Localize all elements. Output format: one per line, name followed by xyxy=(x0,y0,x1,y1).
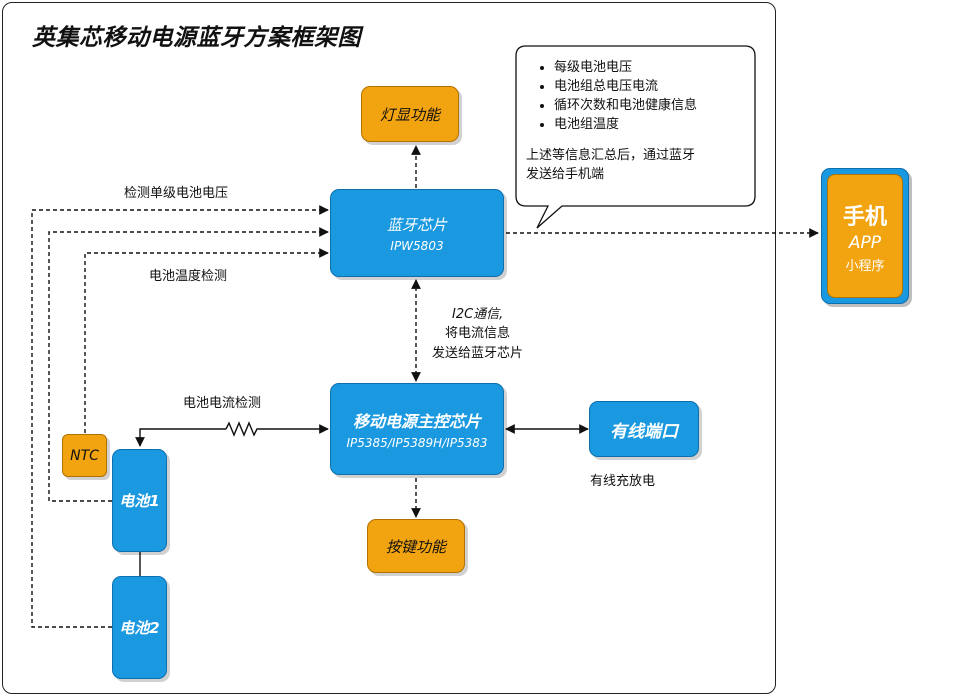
cell-voltage-label: 检测单级电池电压 xyxy=(124,186,229,201)
wire-ntc-temp xyxy=(84,248,329,433)
callout-summary-line: 发送给手机端 xyxy=(526,167,605,182)
battery-1-label: 电池1 xyxy=(119,492,160,510)
callout-bubble xyxy=(515,45,756,229)
callout-item: 电池组总电压电流 xyxy=(554,77,697,96)
callout-summary-line: 上述等信息汇总后，通过蓝牙 xyxy=(526,148,696,163)
bluetooth-chip-block: 蓝牙芯片 IPW5803 xyxy=(330,189,504,277)
ntc-block: NTC xyxy=(62,434,107,477)
callout-text: 每级电池电压 电池组总电压电流 循环次数和电池健康信息 电池组温度 上述等信息汇… xyxy=(526,58,697,184)
current-sense-resistor xyxy=(225,421,260,437)
wire-cell1-voltage xyxy=(48,227,329,502)
battery-2-label: 电池2 xyxy=(119,619,160,637)
main-controller-label: 移动电源主控芯片 xyxy=(352,412,481,431)
phone-screen: 手机 APP 小程序 xyxy=(827,174,903,298)
light-display-label: 灯显功能 xyxy=(379,105,440,124)
key-function-block: 按键功能 xyxy=(367,519,465,573)
current-sense-label: 电池电流检测 xyxy=(183,396,262,411)
i2c-label-line3: 发送给蓝牙芯片 xyxy=(432,346,524,361)
callout-item: 循环次数和电池健康信息 xyxy=(554,96,697,115)
callout-item: 每级电池电压 xyxy=(554,58,697,77)
temperature-label: 电池温度检测 xyxy=(149,269,228,284)
wired-charge-label: 有线充放电 xyxy=(590,474,656,489)
main-controller-block: 移动电源主控芯片 IP5385/IP5389H/IP5383 xyxy=(330,383,504,475)
key-function-label: 按键功能 xyxy=(385,537,446,556)
diagram-frame xyxy=(2,2,776,694)
callout-summary: 上述等信息汇总后，通过蓝牙 发送给手机端 xyxy=(526,146,697,184)
wired-port-label: 有线端口 xyxy=(610,421,678,442)
i2c-label-line2: 将电流信息 xyxy=(445,326,511,341)
i2c-label-line1: I2C通信, xyxy=(452,307,504,322)
wire-cell2-voltage xyxy=(31,205,329,628)
phone-app-label: APP xyxy=(848,232,882,253)
light-display-block: 灯显功能 xyxy=(361,86,459,142)
phone-device: 手机 APP 小程序 xyxy=(821,168,909,304)
bluetooth-chip-model: IPW5803 xyxy=(390,238,444,253)
battery-1-block: 电池1 xyxy=(112,449,167,552)
phone-miniprogram-label: 小程序 xyxy=(845,258,885,274)
phone-title: 手机 xyxy=(842,204,887,230)
callout-item: 电池组温度 xyxy=(554,115,697,134)
callout-list: 每级电池电压 电池组总电压电流 循环次数和电池健康信息 电池组温度 xyxy=(526,58,697,134)
battery-2-block: 电池2 xyxy=(112,576,167,679)
ntc-label: NTC xyxy=(70,447,99,464)
wire-current-left xyxy=(135,428,226,447)
wired-port-block: 有线端口 xyxy=(589,401,699,457)
bluetooth-chip-label: 蓝牙芯片 xyxy=(386,215,447,234)
diagram-title: 英集芯移动电源蓝牙方案框架图 xyxy=(32,25,361,51)
main-controller-model: IP5385/IP5389H/IP5383 xyxy=(346,436,488,450)
